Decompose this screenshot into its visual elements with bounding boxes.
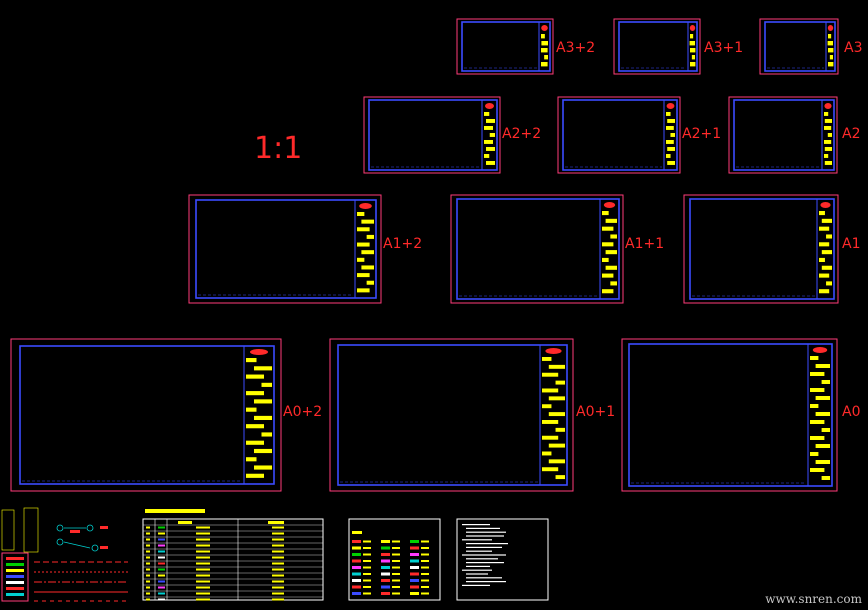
- sheet-frame-a2-2: [363, 96, 501, 174]
- sheet-frame-a1-2: [188, 194, 382, 304]
- sheet-frame-a1-1: [450, 194, 624, 304]
- sheet-label-a3: A3: [844, 40, 862, 56]
- sheet-label-a1: A1: [842, 236, 860, 252]
- sheet-frame-a3-1: [613, 18, 701, 75]
- layer-table: [142, 509, 324, 601]
- scale-label: 1:1: [254, 131, 302, 166]
- sheet-frame-a2: [728, 96, 838, 174]
- watermark: www.snren.com: [765, 592, 862, 606]
- sheet-frame-a0-1: [329, 338, 574, 492]
- color-legend-panel: [348, 518, 441, 601]
- sheet-label-a2-2: A2+2: [502, 126, 541, 142]
- sheet-label-a3-2: A3+2: [556, 40, 595, 56]
- sheet-label-a2: A2: [842, 126, 860, 142]
- line-type-legend: [1, 507, 128, 602]
- sheet-frame-a0: [621, 338, 838, 492]
- sheet-frame-a3: [759, 18, 839, 75]
- sheet-label-a2-1: A2+1: [682, 126, 721, 142]
- sheet-frames: [10, 18, 839, 492]
- sheet-frame-a1: [683, 194, 839, 304]
- sheet-frame-a0-2: [10, 338, 282, 492]
- sheet-label-a0-1: A0+1: [576, 404, 615, 420]
- sheet-label-a1-2: A1+2: [383, 236, 422, 252]
- sheet-frame-a2-1: [557, 96, 681, 174]
- sheet-label-a0-2: A0+2: [283, 404, 322, 420]
- notes-panel: [456, 518, 549, 601]
- sheet-label-a1-1: A1+1: [625, 236, 664, 252]
- sheet-frame-a3-2: [456, 18, 554, 75]
- sheet-label-a0: A0: [842, 404, 860, 420]
- sheet-label-a3-1: A3+1: [704, 40, 743, 56]
